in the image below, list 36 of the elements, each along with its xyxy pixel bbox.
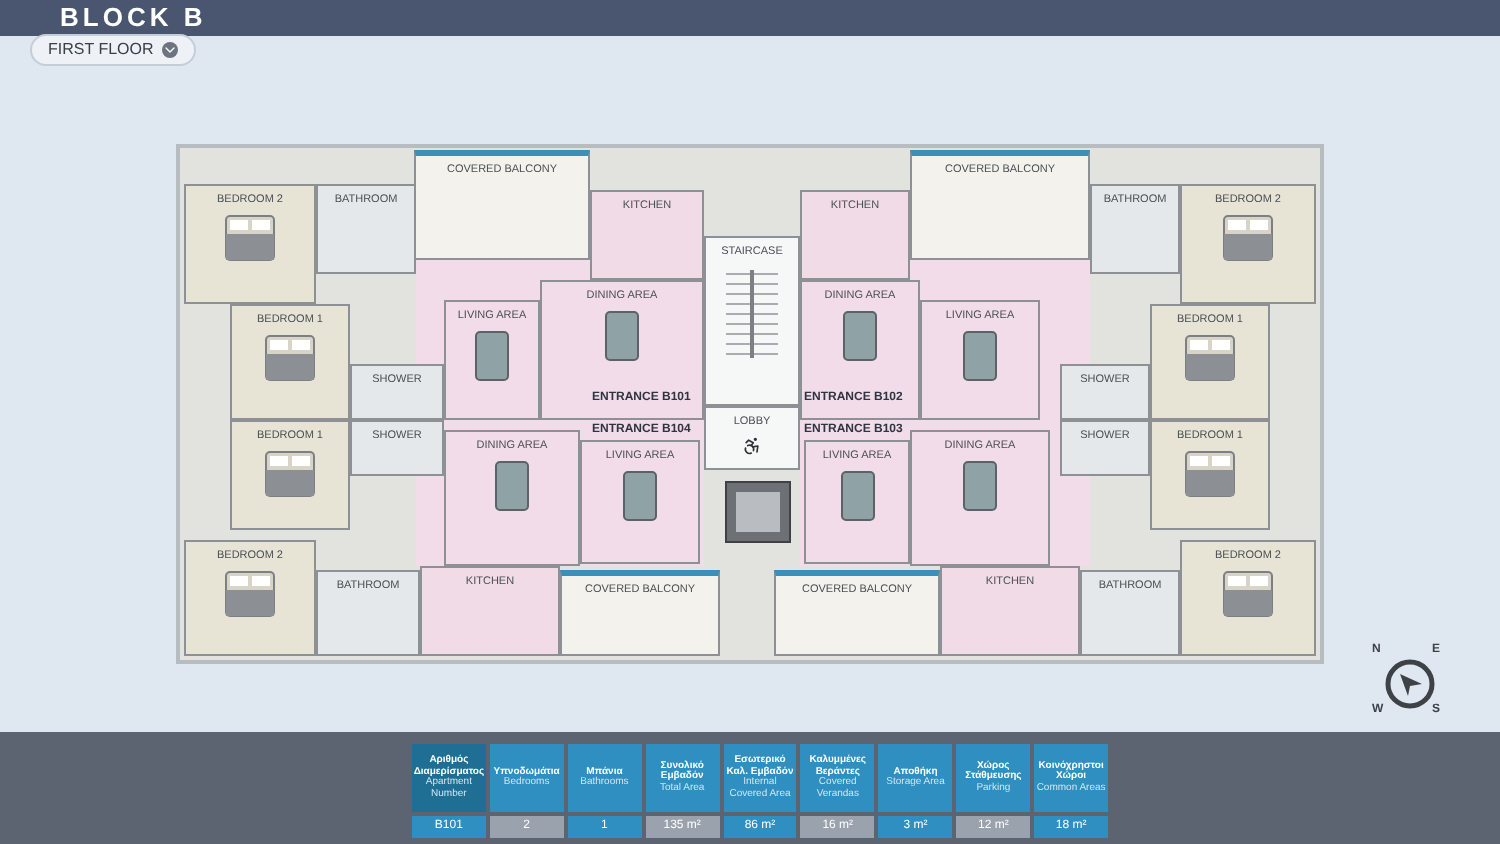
room-area — [444, 300, 540, 420]
room-area — [1180, 540, 1316, 656]
room-area — [230, 304, 350, 420]
floor-selector: FIRST FLOOR — [30, 34, 196, 66]
room-area — [704, 236, 800, 406]
room-area — [350, 364, 444, 420]
room-area — [316, 184, 416, 274]
room-area — [1060, 364, 1150, 420]
room-area — [1080, 570, 1180, 656]
room-area — [540, 280, 704, 420]
room-area — [1060, 420, 1150, 476]
room-area — [560, 570, 720, 656]
room-area — [910, 150, 1090, 260]
room-area — [1150, 420, 1270, 530]
room-area — [414, 150, 590, 260]
room-area — [800, 190, 910, 280]
room-area — [350, 420, 444, 476]
room-area — [1180, 184, 1316, 304]
room-area — [184, 540, 316, 656]
room-area — [420, 566, 560, 656]
room-area — [580, 440, 700, 564]
page-title: BLOCK B — [60, 2, 207, 34]
room-area — [804, 440, 910, 564]
room-area — [316, 570, 420, 656]
room-area — [1090, 184, 1180, 274]
room-area — [940, 566, 1080, 656]
room-area — [230, 420, 350, 530]
room-area — [800, 280, 920, 420]
room-area — [704, 406, 800, 470]
room-area — [1150, 304, 1270, 420]
room-area — [774, 570, 940, 656]
room-area — [920, 300, 1040, 420]
room-area — [910, 430, 1050, 566]
room-area — [184, 184, 316, 304]
room-area — [590, 190, 704, 280]
room-area — [444, 430, 580, 566]
